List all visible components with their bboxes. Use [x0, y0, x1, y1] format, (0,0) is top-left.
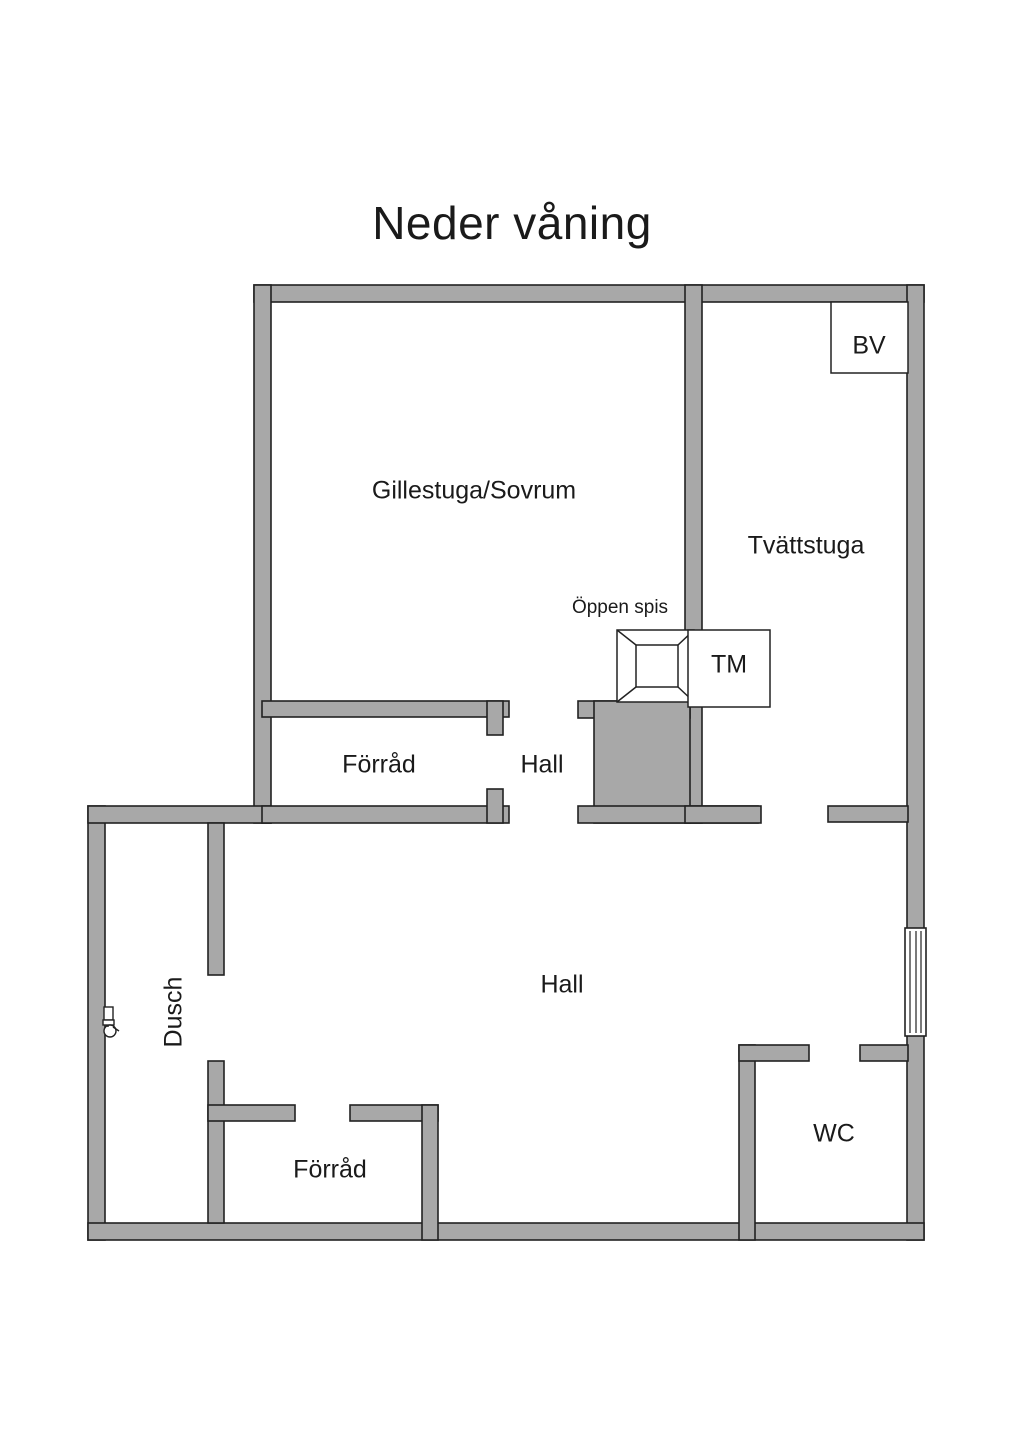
wall-wc-top-left	[738, 1044, 810, 1062]
bv-box	[830, 301, 909, 374]
wall-exterior-top	[253, 284, 925, 303]
wall-wc-top-right	[859, 1044, 909, 1062]
wall-dusch-lower	[207, 1060, 225, 1224]
window-right-wall	[904, 927, 927, 1037]
page-title: Neder våning	[372, 197, 652, 249]
wall-forrad-upper-jamb-bottom	[486, 788, 504, 824]
wall-exterior-upper-left	[253, 284, 272, 824]
tm-appliance-box	[687, 629, 771, 708]
fireplace-symbol	[616, 629, 695, 703]
wall-exterior-step	[87, 805, 272, 824]
shower-fixture-icon	[102, 1006, 120, 1038]
wall-forrad-upper-jamb-top	[486, 700, 504, 736]
wall-group	[87, 284, 925, 1241]
wall-forrad-lower-right	[421, 1104, 439, 1241]
wall-exterior-right	[906, 284, 925, 1241]
wall-forrad-upper-bottom	[261, 805, 510, 824]
wall-tvattstuga-bottom-right	[827, 805, 909, 823]
chimney-mass	[593, 700, 691, 824]
wall-tvattstuga-bottom-left	[684, 805, 762, 824]
wall-wc-left	[738, 1044, 756, 1241]
wall-forrad-lower-top-left	[207, 1104, 296, 1122]
wall-exterior-bottom	[87, 1222, 925, 1241]
wall-forrad-upper-top	[261, 700, 510, 718]
wall-dusch-upper	[207, 822, 225, 976]
